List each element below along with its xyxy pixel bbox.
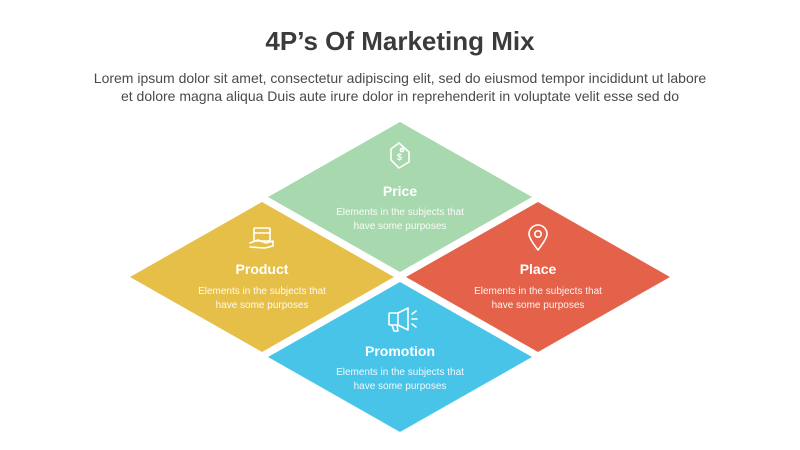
price-tag-icon: $ — [390, 142, 410, 169]
svg-text:$: $ — [397, 152, 402, 162]
segment-promotion: Promotion Elements in the subjects that … — [268, 282, 532, 432]
page-subtitle: Lorem ipsum dolor sit amet, consectetur … — [0, 69, 800, 105]
product-title: Product — [236, 261, 289, 277]
price-title: Price — [383, 183, 417, 199]
segment-place: Place Elements in the subjects that have… — [406, 202, 670, 352]
product-diamond — [130, 202, 394, 352]
place-diamond — [406, 202, 670, 352]
segment-product: Product Elements in the subjects that ha… — [130, 202, 394, 352]
promotion-desc-line-2: have some purposes — [354, 381, 447, 392]
promotion-diamond — [268, 282, 532, 432]
promotion-desc-line-1: Elements in the subjects that — [336, 367, 464, 378]
segment-price: $ Price Elements in the subjects that ha… — [268, 122, 532, 272]
price-diamond — [268, 122, 532, 272]
price-desc-line-2: have some purposes — [354, 221, 447, 232]
product-box-icon — [249, 227, 274, 249]
location-pin-icon — [528, 224, 548, 251]
subtitle-line-2: et dolore magna aliqua Duis aute irure d… — [120, 88, 679, 104]
page-title: 4P’s Of Marketing Mix — [265, 26, 535, 56]
megaphone-icon — [388, 307, 418, 332]
subtitle-line-1: Lorem ipsum dolor sit amet, consectetur … — [93, 70, 707, 86]
promotion-title: Promotion — [365, 343, 435, 359]
product-desc-line-1: Elements in the subjects that — [198, 286, 326, 297]
product-desc-line-2: have some purposes — [216, 300, 309, 311]
place-title: Place — [520, 261, 557, 277]
place-desc-line-1: Elements in the subjects that — [474, 286, 602, 297]
price-desc-line-1: Elements in the subjects that — [336, 207, 464, 218]
place-desc-line-2: have some purposes — [492, 300, 585, 311]
